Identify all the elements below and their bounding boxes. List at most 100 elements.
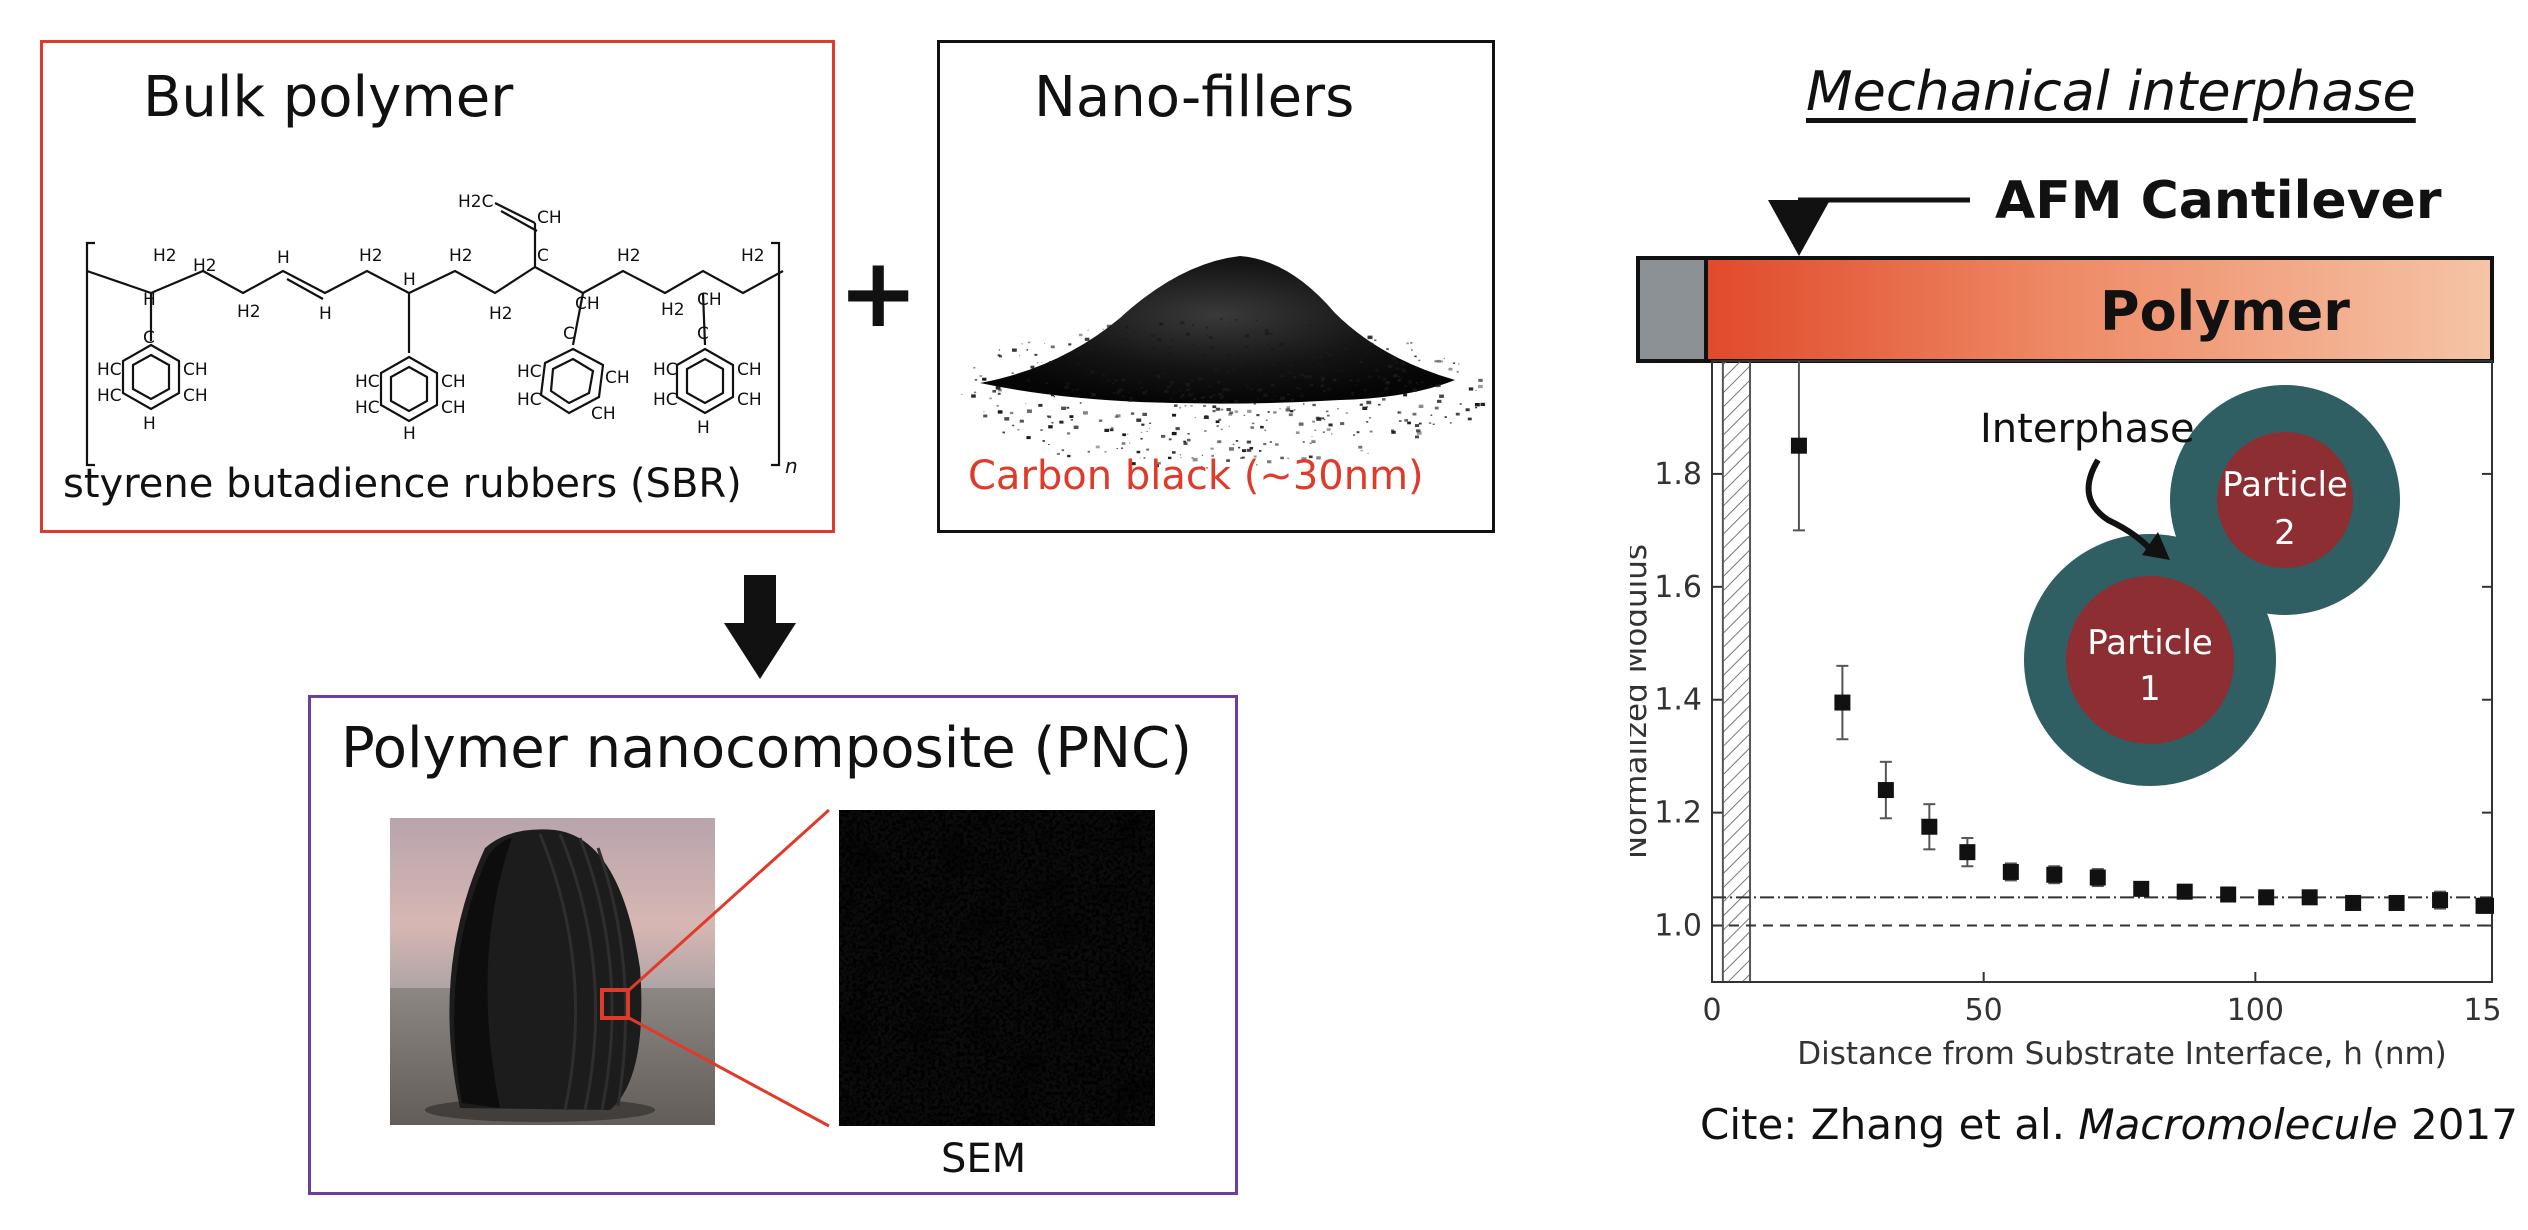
carbon-speck bbox=[1194, 417, 1197, 419]
carbon-speck bbox=[1064, 354, 1068, 357]
carbon-speck bbox=[1208, 336, 1213, 339]
carbon-speck bbox=[1151, 341, 1154, 344]
carbon-speck bbox=[1206, 467, 1208, 469]
data-point bbox=[1877, 782, 1894, 799]
carbon-speck bbox=[998, 388, 1002, 392]
carbon-speck bbox=[1155, 333, 1158, 336]
particle-1-label-line1: Particle bbox=[2087, 623, 2213, 663]
carbon-speck bbox=[1076, 352, 1079, 355]
carbon-speck bbox=[1309, 442, 1312, 444]
chem-label: C bbox=[537, 246, 549, 266]
carbon-speck bbox=[1343, 347, 1348, 351]
carbon-speck bbox=[1155, 464, 1159, 468]
carbon-speck bbox=[1212, 394, 1216, 397]
carbon-speck bbox=[1260, 364, 1262, 366]
carbon-speck bbox=[1087, 450, 1091, 453]
carbon-speck bbox=[1242, 456, 1245, 459]
carbon-speck bbox=[1125, 326, 1129, 329]
carbon-speck bbox=[1095, 445, 1100, 449]
carbon-speck bbox=[1131, 462, 1136, 466]
carbon-speck bbox=[1090, 370, 1095, 374]
carbon-speck bbox=[1263, 393, 1268, 397]
citation-journal: Macromolecule bbox=[2078, 1100, 2398, 1149]
chem-label: CH bbox=[441, 372, 466, 392]
carbon-speck bbox=[1067, 454, 1071, 458]
carbon-speck bbox=[1260, 425, 1264, 429]
carbon-speck bbox=[1209, 396, 1213, 399]
carbon-speck bbox=[973, 391, 977, 394]
particle-overlay: Particle 2 Particle 1 Interphase bbox=[1980, 385, 2400, 786]
carbon-speck bbox=[1183, 394, 1186, 396]
carbon-speck bbox=[1019, 419, 1024, 423]
carbon-speck bbox=[1210, 447, 1214, 450]
carbon-speck bbox=[1012, 348, 1017, 352]
carbon-speck bbox=[1296, 386, 1300, 390]
carbon-speck bbox=[1145, 373, 1147, 375]
carbon-speck bbox=[1138, 381, 1142, 384]
carbon-speck bbox=[1289, 363, 1294, 367]
carbon-speck bbox=[1366, 421, 1369, 423]
carbon-speck bbox=[1366, 400, 1372, 405]
carbon-speck bbox=[1413, 365, 1415, 367]
carbon-speck bbox=[1011, 372, 1014, 374]
carbon-speck bbox=[1028, 381, 1030, 382]
carbon-speck bbox=[1298, 422, 1304, 426]
carbon-speck bbox=[1387, 364, 1393, 369]
carbon-speck bbox=[1004, 417, 1010, 421]
chem-label: H bbox=[319, 304, 332, 324]
carbon-speck bbox=[1270, 333, 1273, 335]
carbon-speck bbox=[1129, 396, 1133, 400]
carbon-speck bbox=[1318, 355, 1322, 359]
carbon-speck bbox=[1190, 405, 1193, 407]
carbon-speck bbox=[1180, 321, 1185, 325]
carbon-speck bbox=[1079, 402, 1082, 404]
carbon-speck bbox=[1172, 451, 1176, 454]
carbon-speck bbox=[1226, 408, 1231, 412]
carbon-speck bbox=[1260, 357, 1264, 361]
carbon-speck bbox=[1157, 462, 1161, 465]
carbon-speck bbox=[1056, 452, 1060, 455]
carbon-speck bbox=[1228, 425, 1230, 427]
carbon-speck bbox=[1180, 457, 1182, 459]
carbon-speck bbox=[1091, 393, 1096, 397]
chem-label: H2 bbox=[193, 256, 217, 276]
carbon-speck bbox=[1157, 375, 1161, 379]
carbon-speck bbox=[1478, 384, 1483, 389]
chem-label: H2 bbox=[359, 246, 383, 266]
carbon-speck bbox=[1047, 415, 1052, 419]
zoom-highlight bbox=[600, 988, 630, 1020]
carbon-speck bbox=[1116, 448, 1118, 450]
carbon-speck bbox=[1315, 416, 1320, 420]
carbon-speck bbox=[1146, 448, 1150, 451]
substrate-block bbox=[1636, 256, 1708, 363]
carbon-speck bbox=[1226, 353, 1232, 358]
carbon-speck bbox=[1270, 383, 1275, 387]
carbon-speck bbox=[1180, 395, 1183, 398]
carbon-speck bbox=[1475, 406, 1478, 409]
carbon-speck bbox=[1059, 420, 1064, 424]
particle-2-core bbox=[2217, 432, 2353, 568]
carbon-speck bbox=[1104, 451, 1107, 453]
carbon-speck bbox=[1396, 367, 1400, 370]
chem-label: H2 bbox=[237, 302, 261, 322]
carbon-speck bbox=[1121, 442, 1126, 445]
carbon-speck bbox=[997, 354, 1001, 357]
data-point bbox=[2345, 894, 2362, 911]
carbon-speck bbox=[1223, 400, 1227, 404]
carbon-speck bbox=[1115, 414, 1121, 418]
carbon-speck bbox=[1412, 412, 1417, 416]
carbon-speck bbox=[1164, 389, 1169, 393]
carbon-speck bbox=[1265, 419, 1268, 421]
citation: Cite: Zhang et al. Macromolecule 2017 bbox=[1700, 1100, 2518, 1149]
carbon-speck bbox=[1036, 362, 1039, 364]
carbon-speck bbox=[1061, 449, 1065, 452]
nano-fillers-title: Nano-fillers bbox=[1034, 65, 1355, 130]
carbon-black-pile bbox=[961, 256, 1486, 469]
plus-sign: + bbox=[838, 237, 919, 349]
carbon-speck bbox=[1012, 424, 1015, 427]
carbon-speck bbox=[1159, 322, 1164, 326]
carbon-speck bbox=[1415, 381, 1419, 384]
carbon-speck bbox=[1432, 423, 1435, 425]
repeat-subscript: n bbox=[785, 454, 798, 473]
interphase-arrow-icon bbox=[2085, 458, 2158, 557]
